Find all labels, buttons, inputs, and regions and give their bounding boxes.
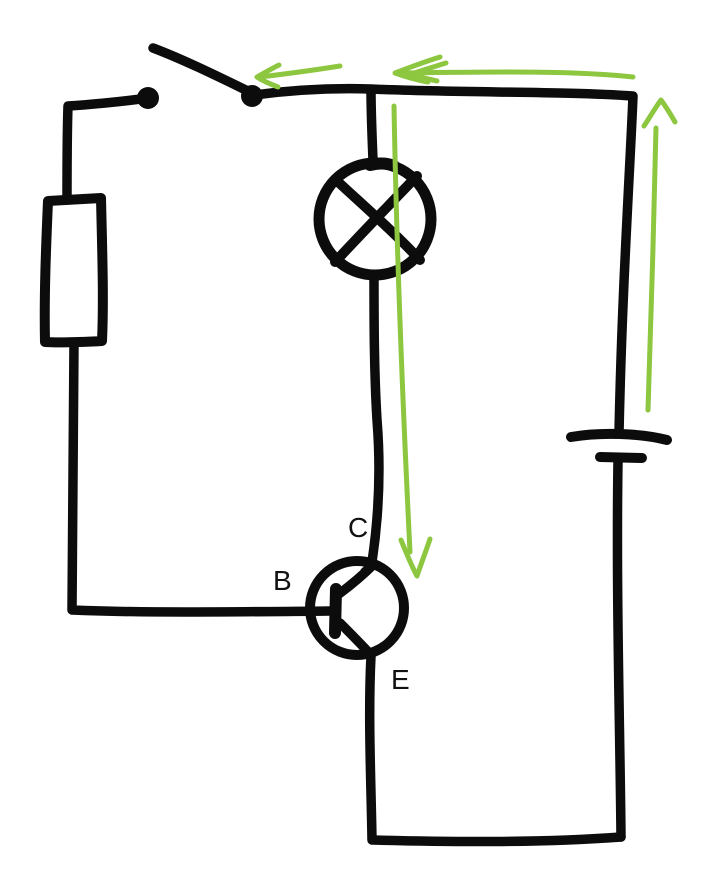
switch-flow-arrow-shaft: [257, 63, 343, 80]
battery-flow-arrow-shaft: [645, 125, 659, 413]
transistor-base-label: B: [273, 565, 292, 596]
switch-contact-dot-right: [241, 85, 263, 107]
top-flow-arrow-head-inner-icon: [408, 60, 449, 84]
current-flow-arrows: [254, 54, 678, 579]
lamp-flow-arrow-head-icon: [398, 536, 433, 579]
switch-flow-arrow-head-icon: [254, 62, 282, 90]
transistor-collector-label: C: [348, 512, 368, 543]
transistor-body: [305, 556, 409, 660]
battery-flow-arrow-head-icon: [641, 97, 678, 129]
wire-lamp-to-top: [366, 85, 378, 165]
lamp-cross-stroke-2: [330, 171, 422, 267]
switch-contact-dot-left: [137, 87, 159, 109]
transistor-emitter-label: E: [391, 664, 410, 695]
ink-circuit: [39, 43, 672, 847]
wire-resistor-to-base: [67, 338, 335, 617]
top-flow-arrow-shaft: [397, 69, 636, 80]
resistor-symbol: [39, 193, 108, 348]
wire-collector-riser: [367, 272, 384, 567]
battery-plate-long: [566, 428, 672, 445]
wire-switch-to-resistor: [62, 93, 153, 205]
wire-battery-to-bottom: [612, 456, 626, 842]
wire-top-and-right: [249, 83, 638, 438]
switch-arm: [148, 43, 259, 99]
wire-bottom-and-emitter: [364, 651, 626, 847]
top-flow-arrow-head-icon: [392, 54, 443, 85]
lamp-flow-arrow-shaft: [391, 103, 413, 555]
